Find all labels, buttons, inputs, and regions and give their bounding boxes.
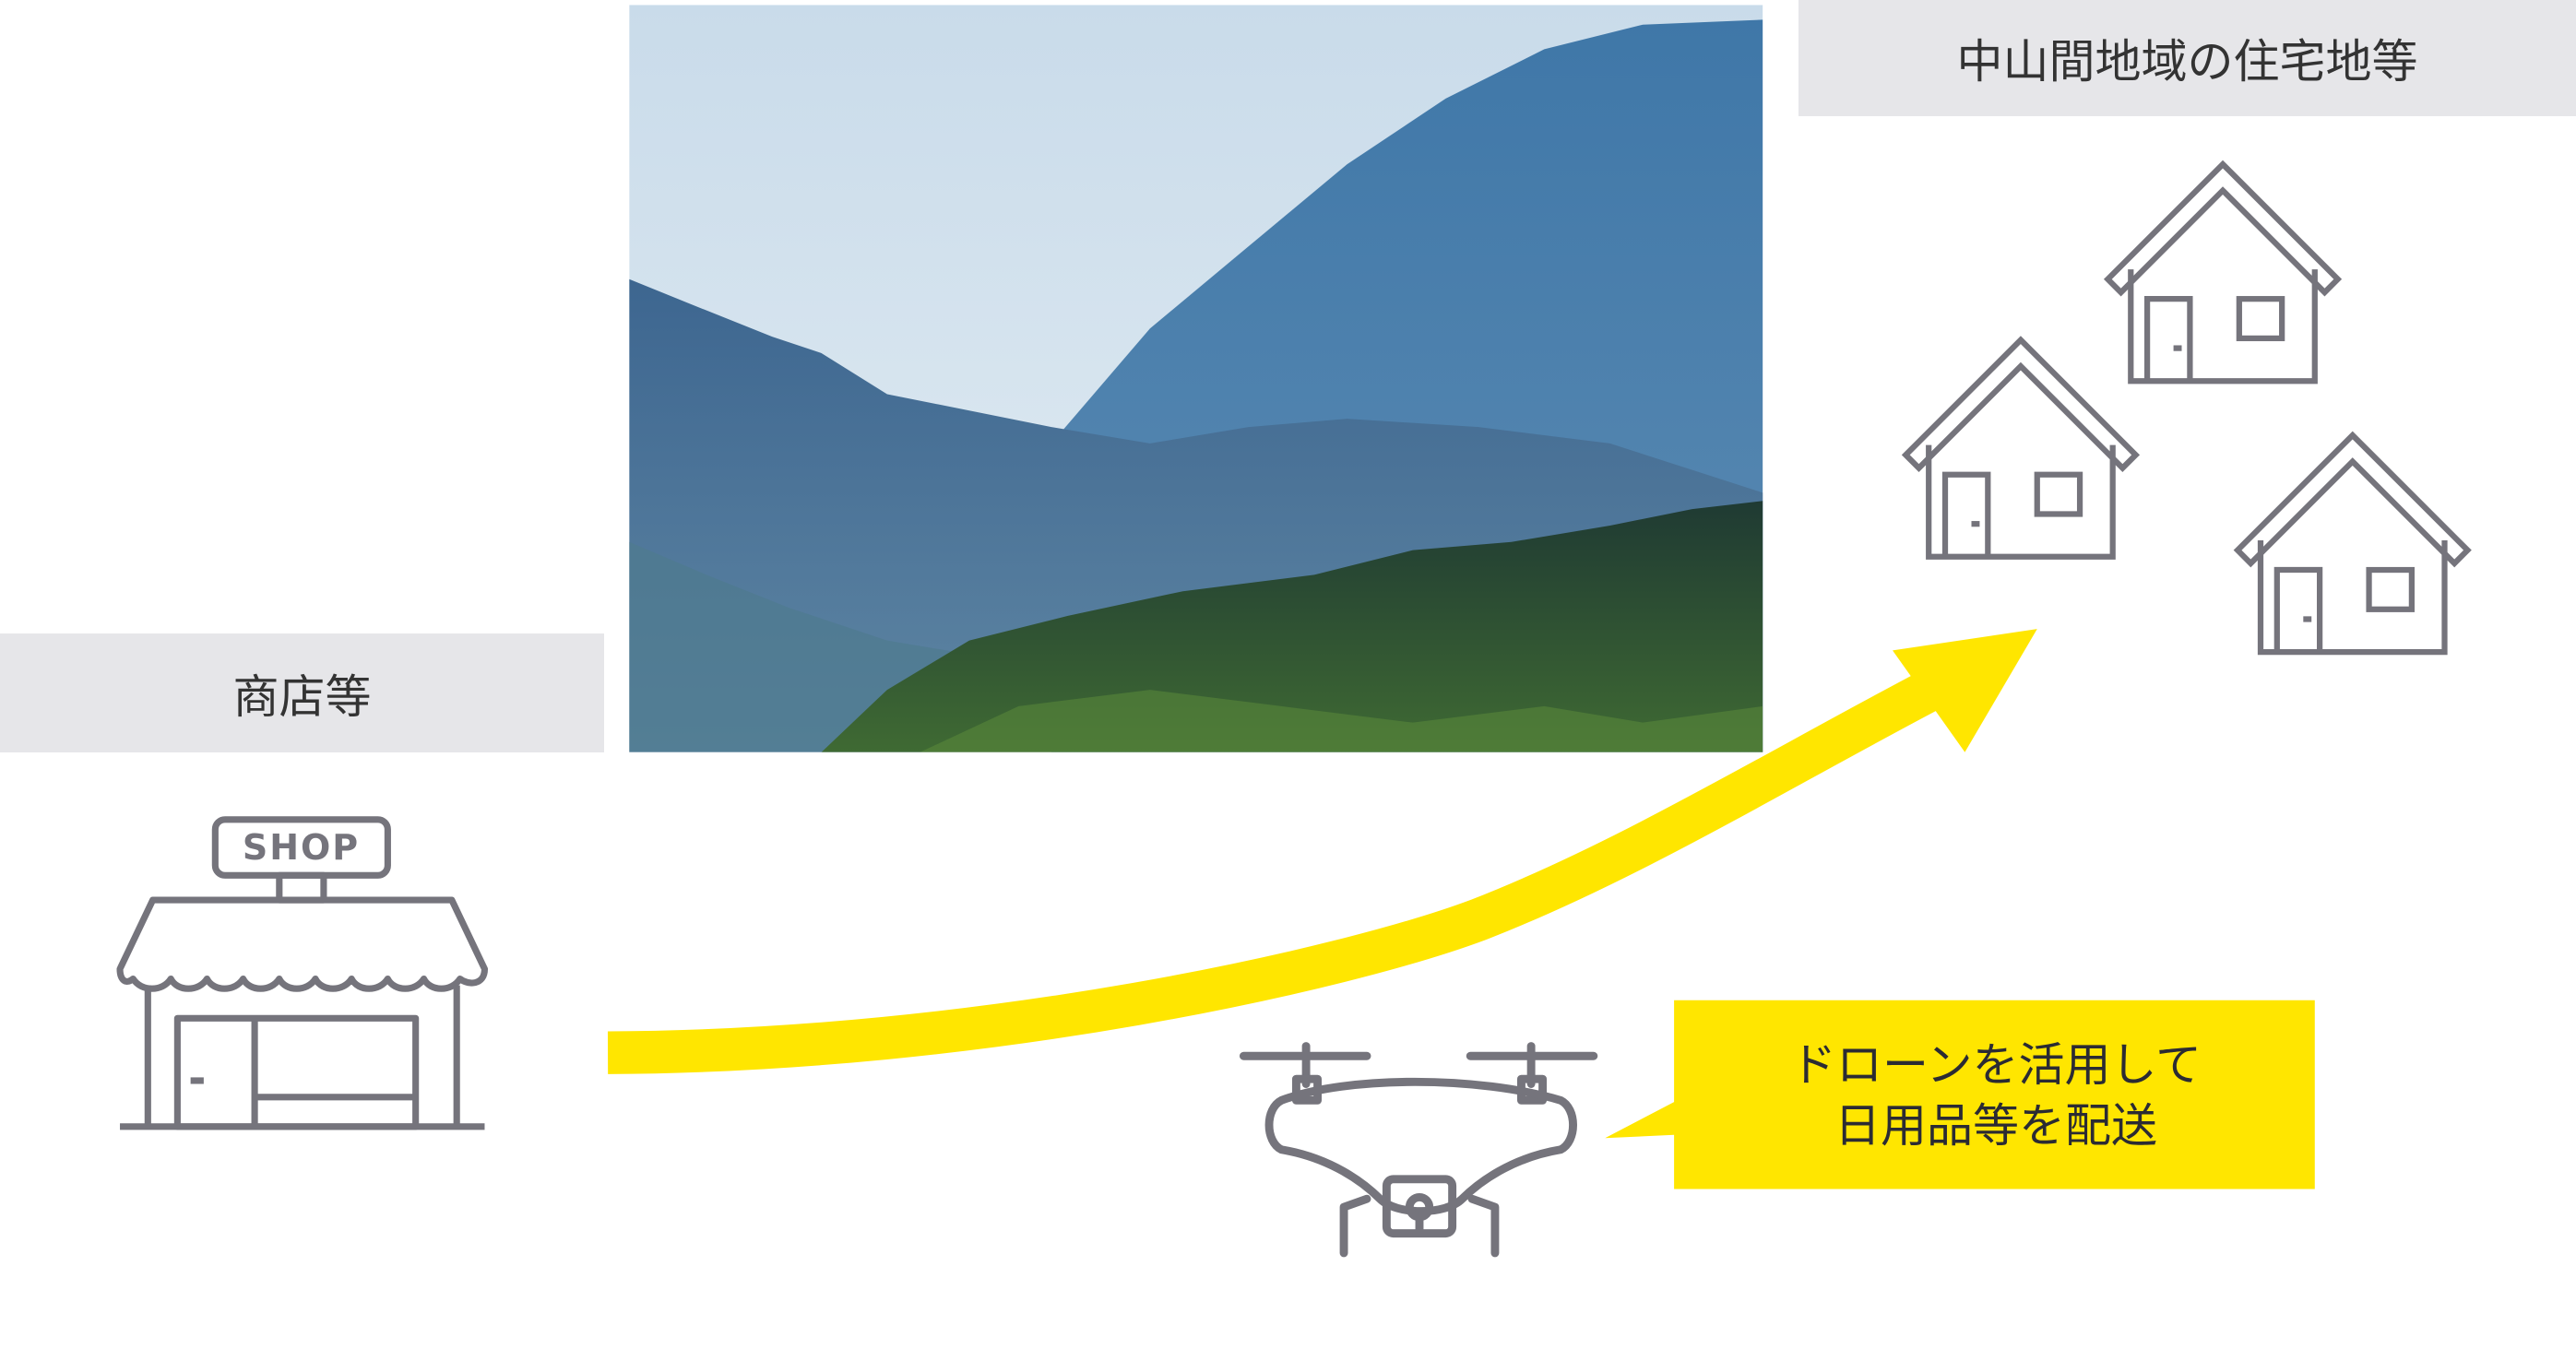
callout-text: ドローンを活用して 日用品等を配送 xyxy=(1677,1000,2315,1189)
shop-sign-text: SHOP xyxy=(242,827,361,868)
callout-line-2: 日用品等を配送 xyxy=(1834,1098,2157,1153)
shop-icon xyxy=(116,816,489,1130)
mountain-photo xyxy=(629,5,1763,752)
callout-line-1: ドローンを活用して xyxy=(1790,1037,2202,1092)
drone-icon xyxy=(1239,1042,1598,1258)
house-icon xyxy=(2238,435,2467,652)
callout-bubble xyxy=(1605,1000,2315,1189)
delivery-arrow xyxy=(607,629,2037,1074)
residential-area-label: 中山間地域の住宅地等 xyxy=(1798,0,2576,116)
shop-area-label: 商店等 xyxy=(0,633,604,752)
house-icon xyxy=(2107,164,2337,381)
house-icon xyxy=(1905,340,2135,557)
